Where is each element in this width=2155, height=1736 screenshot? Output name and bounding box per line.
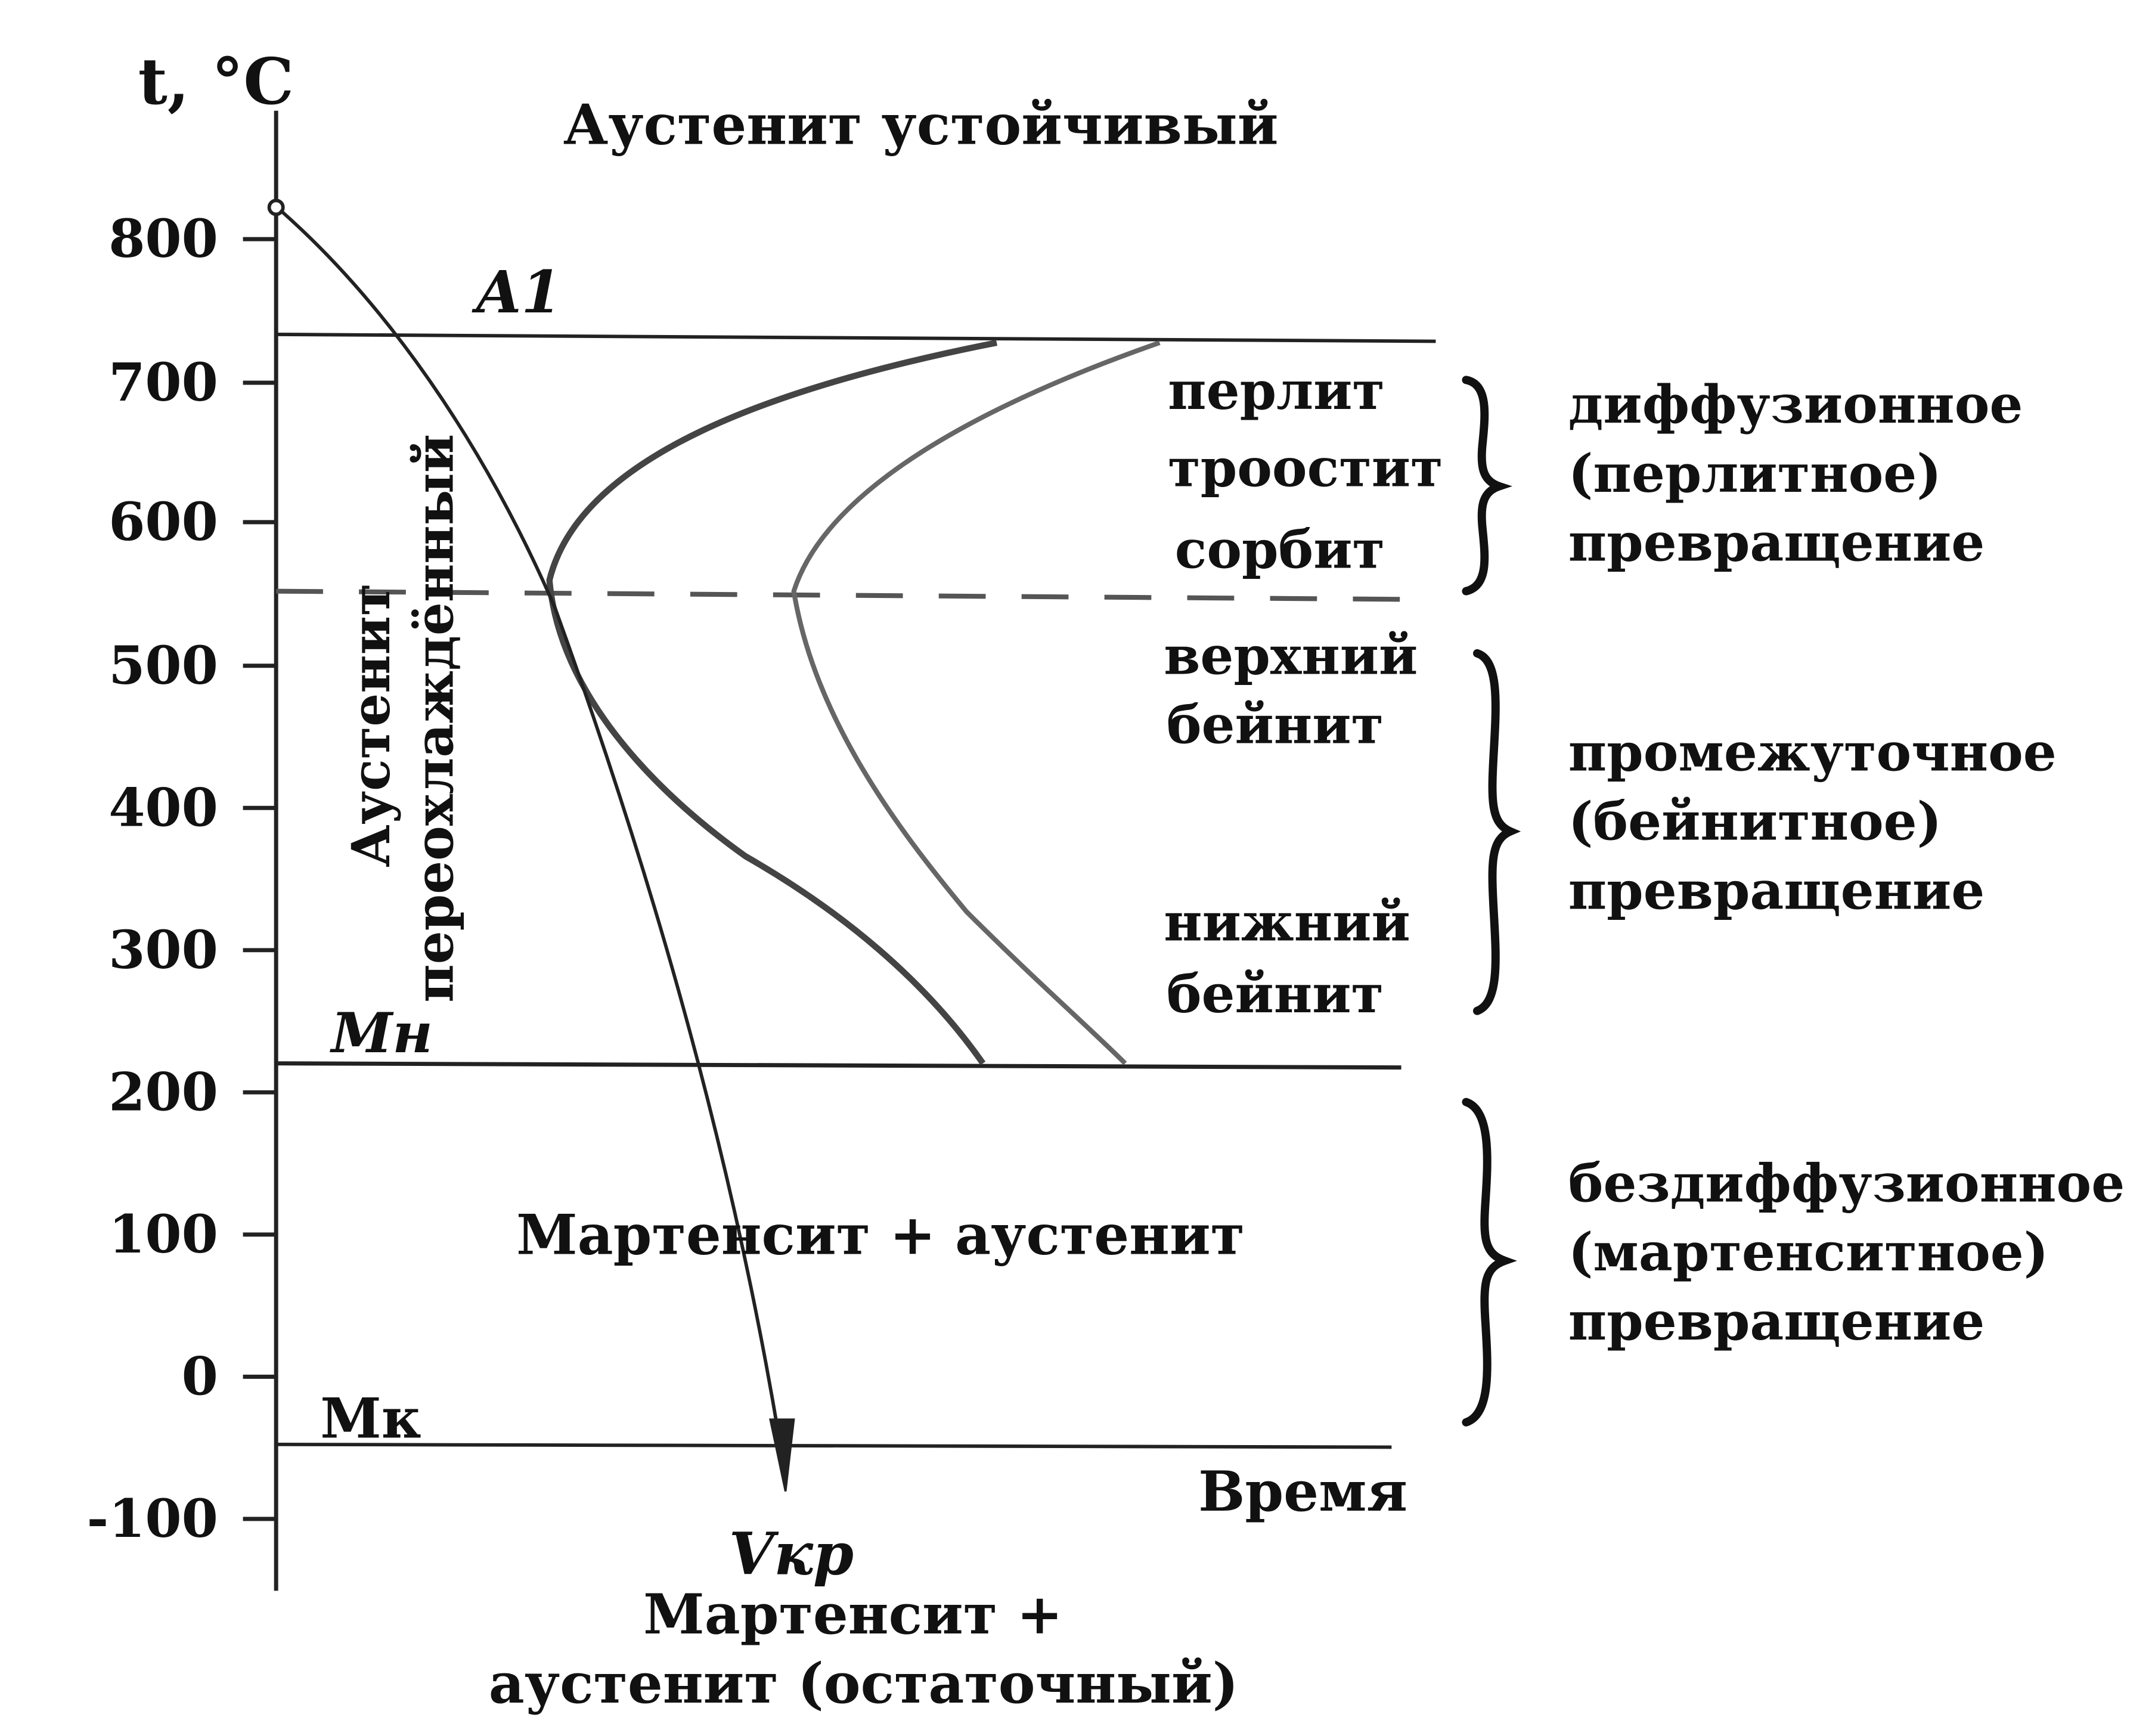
- y-ticks: [243, 237, 277, 1521]
- a1-label: A1: [472, 258, 562, 326]
- mk-line: [276, 1442, 1392, 1449]
- upper-bainite-line1: верхний: [1164, 625, 1418, 687]
- mn-label: Мн: [330, 1000, 433, 1065]
- result-line1: Мартенсит +: [643, 1582, 1063, 1647]
- cooling-curve-vkr: [279, 209, 787, 1478]
- troostite-label: троостит: [1168, 437, 1443, 499]
- sorbite-label: сорбит: [1175, 518, 1385, 580]
- diffusion-line1: диффузионное: [1568, 373, 2023, 435]
- intermediate-line1: промежуточное: [1568, 721, 2057, 783]
- y-tick-labels: 800 700 600 500 400 300 200 100 0 -100: [87, 207, 218, 1549]
- diffusionless-brace: [1462, 1098, 1517, 1427]
- result-line2: аустенит (остаточный): [489, 1651, 1239, 1716]
- cooling-arrowhead: [769, 1418, 795, 1492]
- supercooled-austenite-label: Аустенит переохлаждённый: [340, 434, 466, 1003]
- lower-bainite-line2: бейнит: [1167, 963, 1384, 1025]
- critical-rate-label: Vкр: [729, 1520, 854, 1588]
- diffusion-line3: превращение: [1568, 512, 1985, 574]
- y-tick-label: 600: [108, 491, 218, 553]
- lower-bainite-line1: нижний: [1164, 891, 1410, 953]
- structures: перлит троостит сорбит верхний бейнит ни…: [1164, 359, 1443, 1025]
- y-tick-label: 0: [182, 1345, 218, 1407]
- diffusionless-line3: превращение: [1568, 1290, 1985, 1352]
- start-point: [267, 199, 285, 216]
- time-axis-label: Время: [1198, 1459, 1407, 1524]
- diffusion-line2: (перлитное): [1568, 442, 1942, 504]
- start-c-curve: [546, 339, 998, 1065]
- y-axis-label: t, °C: [138, 45, 294, 119]
- pearlite-label: перлит: [1168, 359, 1385, 421]
- mn-line: [276, 1061, 1401, 1070]
- nose-dashed-line: [276, 588, 1422, 602]
- mk-label: Мк: [320, 1385, 421, 1450]
- a1-line: [276, 333, 1436, 343]
- supercooled-austenite-line2: переохлаждённый: [404, 434, 466, 1003]
- diffusionless-line1: бездиффузионное: [1568, 1152, 2125, 1214]
- y-tick-label: 800: [108, 207, 218, 269]
- martensite-austenite-label: Мартенсит + аустенит: [516, 1202, 1245, 1267]
- stable-austenite-label: Аустенит устойчивый: [563, 92, 1279, 157]
- intermediate-line2: (бейнитное): [1568, 790, 1942, 852]
- y-tick-label: 300: [108, 919, 218, 981]
- y-tick-label: 400: [108, 776, 218, 838]
- diffusionless-line2: (мартенситное): [1568, 1221, 2049, 1283]
- y-tick-label: 100: [108, 1203, 218, 1265]
- intermediate-line3: превращение: [1568, 859, 1985, 921]
- finish-c-curve: [791, 340, 1161, 1065]
- supercooled-austenite-line1: Аустенит: [340, 584, 402, 867]
- y-tick-label: -100: [87, 1487, 218, 1549]
- intermediate-brace: [1472, 649, 1521, 1015]
- y-tick-label: 500: [108, 634, 218, 696]
- diffusion-brace: [1462, 376, 1512, 596]
- upper-bainite-line2: бейнит: [1167, 693, 1384, 755]
- y-tick-label: 700: [108, 351, 218, 413]
- transformations: диффузионное (перлитное) превращение про…: [1568, 373, 2125, 1352]
- y-tick-label: 200: [108, 1061, 218, 1123]
